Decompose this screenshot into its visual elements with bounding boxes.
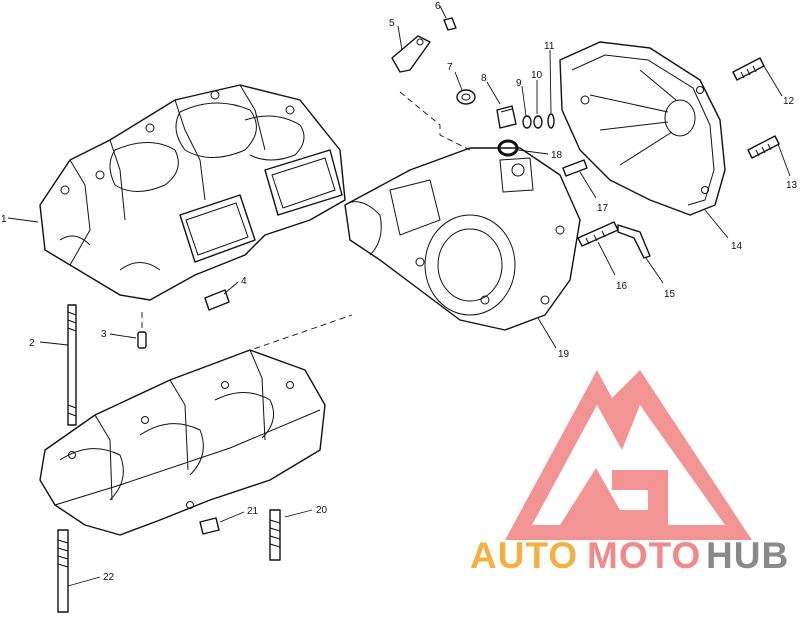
callout-19: 19 — [558, 349, 570, 360]
leader-22 — [67, 576, 101, 587]
fitting-21 — [199, 517, 220, 535]
automotohub-wordmark: AUTO MOTO HUB — [470, 535, 789, 576]
bolt-12 — [732, 57, 765, 81]
callout-20: 20 — [316, 505, 328, 516]
bushing-7 — [456, 89, 476, 105]
leader-5 — [397, 25, 403, 51]
leader-18 — [517, 149, 549, 155]
leader-20 — [284, 509, 313, 518]
leader-11 — [549, 49, 552, 114]
bolt-22 — [57, 529, 69, 613]
leader-1 — [7, 217, 39, 223]
leader-3 — [109, 333, 137, 339]
washer-10 — [533, 115, 543, 129]
bolt-13 — [747, 135, 780, 159]
leader-19 — [537, 317, 557, 349]
callout-16: 16 — [616, 281, 628, 292]
callout-22: 22 — [103, 572, 115, 583]
callout-6: 6 — [435, 1, 441, 12]
watermark-hub: HUB — [706, 535, 789, 576]
gear-housing — [344, 147, 581, 331]
plug-8 — [496, 105, 517, 129]
leader-9 — [521, 85, 527, 117]
stud-2 — [67, 304, 77, 426]
callout-12: 12 — [783, 96, 795, 107]
leader-13 — [777, 143, 791, 177]
callout-7: 7 — [447, 62, 453, 73]
fitting-4 — [204, 289, 230, 311]
callout-5: 5 — [389, 18, 395, 29]
leader-17 — [579, 171, 597, 199]
upper-crankcase — [39, 84, 346, 301]
pin-11 — [547, 113, 555, 129]
callout-1: 1 — [1, 214, 7, 225]
automotohub-logo — [505, 370, 752, 540]
callout-14: 14 — [731, 241, 743, 252]
callout-9: 9 — [516, 78, 522, 89]
callout-11: 11 — [544, 41, 555, 52]
small-screw-6 — [443, 17, 457, 31]
leader-15 — [645, 257, 664, 284]
callout-18: 18 — [551, 150, 563, 161]
side-cover — [559, 41, 726, 216]
callout-3: 3 — [101, 329, 107, 340]
lower-crankcase — [39, 349, 326, 536]
alignment-line-housing — [244, 314, 353, 353]
rocker-lever — [391, 35, 431, 73]
leader-2 — [39, 341, 69, 346]
clamp-15 — [617, 224, 651, 259]
dowel-3 — [137, 331, 147, 349]
washer-9 — [522, 115, 532, 129]
bolt-20 — [269, 509, 281, 561]
leader-7 — [454, 71, 463, 91]
leader-16 — [597, 241, 616, 276]
oring-18 — [497, 139, 519, 157]
watermark-moto: MOTO — [587, 535, 701, 576]
alignment-line-plug — [399, 91, 471, 151]
leader-21 — [219, 511, 245, 523]
logo-triangle-icon — [505, 370, 752, 540]
leader-4 — [223, 281, 239, 295]
watermark-auto: AUTO — [470, 535, 578, 576]
callout-2: 2 — [29, 338, 35, 349]
callout-15: 15 — [664, 289, 676, 300]
callout-13: 13 — [786, 180, 798, 191]
callout-8: 8 — [481, 73, 487, 84]
callout-21: 21 — [247, 506, 259, 517]
pin-17 — [562, 159, 588, 177]
callout-10: 10 — [531, 70, 543, 81]
callout-4: 4 — [241, 276, 247, 287]
leader-12 — [763, 65, 783, 97]
callout-17: 17 — [597, 203, 609, 214]
leader-8 — [486, 81, 501, 105]
leader-6 — [439, 5, 447, 19]
leader-14 — [704, 209, 729, 239]
